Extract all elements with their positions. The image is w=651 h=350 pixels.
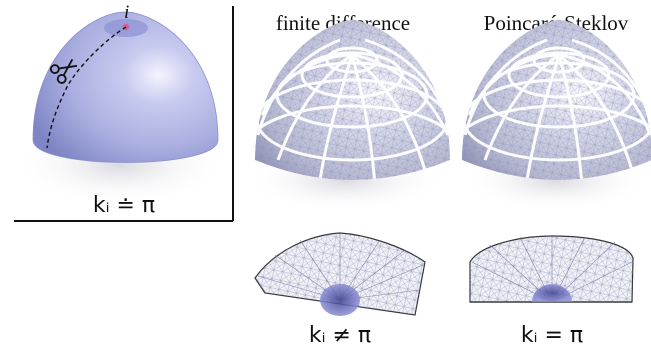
fd-flattened-mesh	[254, 232, 426, 316]
left-formula: kᵢ ≐ π	[93, 193, 155, 218]
ps-vertex-disk	[532, 284, 572, 302]
scissors-icon	[49, 58, 78, 84]
ps-grid-lines	[462, 38, 651, 180]
poincare-steklov-panel: Poincaré-Steklov	[461, 11, 651, 348]
left-panel: i kᵢ ≐ π	[12, 2, 234, 222]
fd-caption: kᵢ ≠ π	[309, 323, 371, 348]
cut-path	[46, 26, 127, 149]
ps-flattened-mesh	[469, 235, 634, 303]
dome-surface	[32, 11, 219, 163]
fd-vertex-disk	[320, 284, 360, 316]
vertex-label: i	[124, 2, 129, 23]
finite-difference-panel: finite difference	[245, 11, 450, 348]
ps-caption: kᵢ = π	[521, 323, 583, 348]
